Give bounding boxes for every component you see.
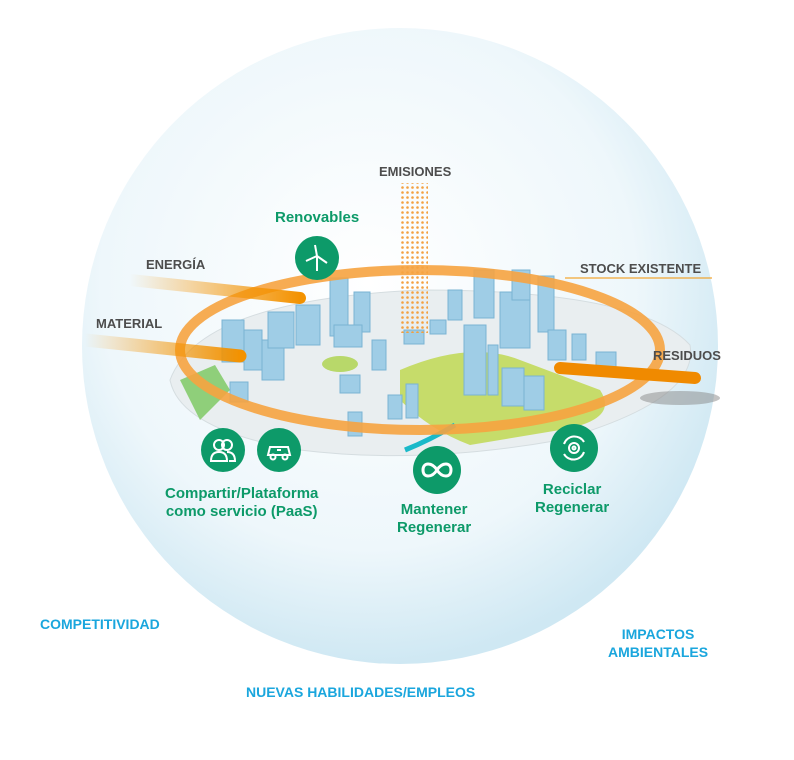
energy-arrow <box>124 274 306 304</box>
recycle-label-line2: Regenerar <box>535 499 610 516</box>
wind-turbine-icon <box>295 236 339 280</box>
existing-stock-label: STOCK EXISTENTE <box>580 261 702 276</box>
emissions-label: EMISIONES <box>379 164 452 179</box>
renewables-label: Renovables <box>275 209 360 226</box>
electric-car-icon <box>257 428 301 472</box>
recycle-label-line1: Reciclar <box>542 481 602 498</box>
environmental-impacts-label: IMPACTOS AMBIENTALES <box>608 625 708 661</box>
sharing-label: Compartir/Plataforma como servicio (PaaS… <box>165 485 318 521</box>
material-arrow <box>78 333 247 363</box>
waste-shadow <box>640 391 720 405</box>
environmental-impacts-line2: AMBIENTALES <box>608 644 709 660</box>
environmental-impacts-line1: IMPACTOS <box>621 626 695 642</box>
competitiveness-label: COMPETITIVIDAD <box>40 616 160 632</box>
emissions-column <box>400 183 428 333</box>
energy-label: ENERGÍA <box>146 257 206 272</box>
material-label: MATERIAL <box>96 316 163 331</box>
recycle-label: Reciclar Regenerar <box>535 481 609 517</box>
waste-label: RESIDUOS <box>653 348 721 363</box>
park <box>322 356 358 372</box>
waste-arrow <box>554 362 701 384</box>
recycle-gear-icon <box>550 424 598 472</box>
maintain-label-line2: Regenerar <box>397 519 472 536</box>
people-icon <box>201 428 245 472</box>
infinity-icon <box>413 446 461 494</box>
skills-jobs-label: NUEVAS HABILIDADES/EMPLEOS <box>246 684 476 700</box>
maintain-label-line1: Mantener <box>400 501 468 518</box>
sharing-label-line1: Compartir/Plataforma <box>165 485 319 502</box>
maintain-label: Mantener Regenerar <box>397 501 471 537</box>
sharing-label-line2: como servicio (PaaS) <box>165 503 318 520</box>
